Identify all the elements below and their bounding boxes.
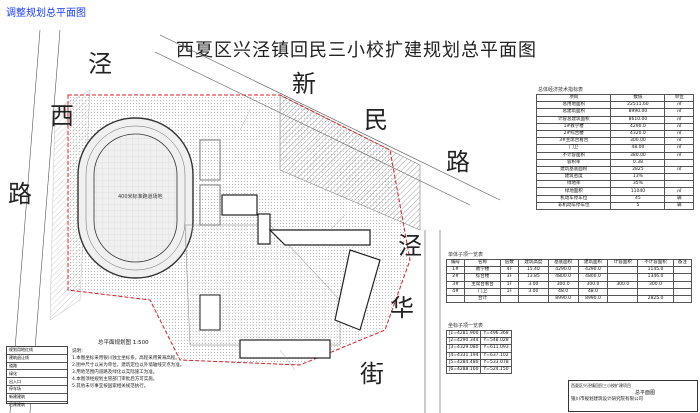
sheet-tag: 调整规划总平面图 — [6, 8, 86, 19]
road-left-char-3: 路 — [8, 180, 32, 208]
road-right-char-2: 华 — [390, 294, 414, 322]
building-4 — [334, 249, 381, 331]
notes: 说明： 1.本图坐标采用银川独立坐标系，高程采用黄海高程。 2.图中尺寸以米为单… — [72, 348, 242, 390]
note-line: 3.用地范围内道路及绿化以实际施工为准。 — [72, 370, 158, 375]
building-1 — [221, 194, 258, 216]
tech-col-item: 项目 — [535, 93, 612, 103]
title-block-name: 总平面图 — [635, 390, 656, 396]
legend-item: 新建建筑 — [7, 394, 67, 402]
running-track — [77, 117, 194, 279]
building-table-heading: 单体子项一览表 — [448, 252, 484, 258]
note-line: 说明： — [72, 349, 86, 354]
building-2 — [257, 213, 271, 245]
note-line: 1.本图坐标采用银川独立坐标系，高程采用黄海高程。 — [72, 356, 180, 361]
legend-item: 规划用地红线 — [7, 347, 67, 355]
title-block-org: 银川市规划建筑设计研究院有限公司 — [571, 397, 643, 402]
legend: 规划用地红线 建筑退让线 道路 绿化 出入口 停车场 新建建筑 已建建筑 — [6, 346, 68, 407]
road-right-char-3: 街 — [360, 360, 384, 388]
legend-item: 绿化 — [7, 370, 67, 379]
drawing-title: 西夏区兴泾镇回民三小校扩建规划总平面图 — [176, 40, 537, 61]
legend-item: 建筑退让线 — [7, 355, 67, 363]
tech-table-heading: 总体经济技术指标表 — [538, 87, 584, 93]
leaders — [239, 109, 346, 371]
tech-col-value: 数值 — [610, 93, 666, 103]
building-table-header: 编号 名称 层数 建筑高度 基底面积 建筑面积 计容面积 不计容面积 备注 — [445, 258, 693, 268]
title-block: 西夏区兴泾镇回民三小校扩建项目 总平面图 银川市规划建筑设计研究院有限公司 — [568, 380, 698, 412]
road-left-char-1: 泾 — [88, 50, 112, 78]
road-left-char-2: 西 — [50, 102, 74, 130]
building-table: 编号 名称 层数 建筑高度 基底面积 建筑面积 计容面积 不计容面积 备注 1#… — [445, 258, 693, 304]
note-line: 4.本图须经规划主管部门审批后方可实施。 — [72, 377, 158, 382]
legend-item: 已建建筑 — [9, 401, 25, 407]
building-5 — [239, 339, 331, 359]
road-top-char-1: 新 — [292, 70, 316, 98]
legend-item: 出入口 — [7, 378, 67, 386]
tech-table-header: 项目 数值 单位 — [535, 93, 694, 103]
road-top-char-2: 民 — [364, 106, 388, 134]
coord-table-heading: 坐标子项一览表 — [448, 323, 484, 329]
track-label: 400米标准跑道场地 — [118, 193, 163, 200]
court-1 — [199, 139, 221, 181]
scale-label: 总平面规划图 1:500 — [98, 340, 149, 346]
title-block-project: 西夏区兴泾镇回民三小校扩建项目 — [571, 383, 631, 388]
road-top-char-3: 路 — [446, 148, 470, 176]
road-right-char-1: 泾 — [398, 232, 422, 260]
building-3 — [268, 229, 371, 246]
note-line: 2.图中尺寸以米为单位，建筑定位以外墙轴线交点为准。 — [72, 363, 185, 368]
building-6 — [199, 294, 221, 331]
note-line: 5.其他未尽事宜按国家相关规范执行。 — [72, 384, 149, 389]
legend-item: 道路 — [7, 363, 67, 371]
tech-col-unit: 单位 — [664, 93, 694, 103]
legend-item: 停车场 — [7, 386, 67, 394]
